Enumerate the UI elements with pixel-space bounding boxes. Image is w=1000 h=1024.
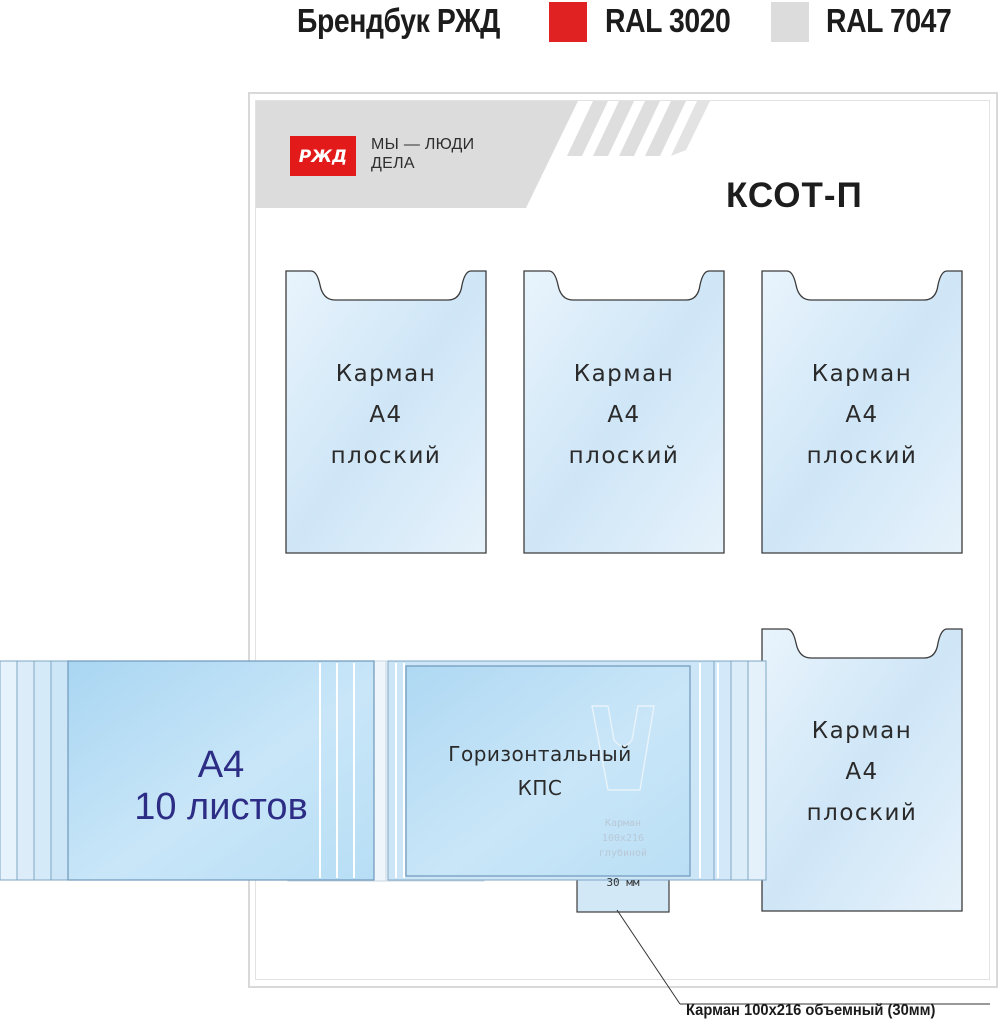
rzd-logo-text: РЖД: [299, 147, 347, 167]
flat-pocket-a4-2: [523, 270, 725, 554]
small-pocket-line-1: Карман: [604, 818, 642, 829]
slogan-line-1: МЫ — ЛЮДИ: [371, 136, 475, 153]
flat-pocket-a4-4: [761, 628, 963, 912]
header-stripe: [645, 101, 686, 156]
pocket-2-line-2: А4: [607, 402, 641, 428]
pocket-1-line-2: А4: [369, 402, 403, 428]
pocket-4-line-1: Карман: [811, 718, 913, 744]
ral-3020-label: RAL 3020: [605, 2, 731, 39]
header-stripe: [619, 101, 660, 156]
kps-pocket-line-2: КПС: [517, 776, 563, 800]
header-stripe: [593, 101, 634, 156]
small-pocket-label: Карман 100х216 глубиной: [577, 816, 669, 861]
small-pocket-line-2: 100х216: [601, 833, 645, 844]
rzd-logo: РЖД: [290, 136, 356, 176]
stack-pocket-label: А4 10 листов: [68, 744, 374, 828]
rzd-logo-mark-icon: РЖД: [299, 147, 347, 167]
stack-pocket-line-1: А4: [197, 744, 245, 786]
slogan-line-2: ДЕЛА: [371, 155, 415, 172]
flat-pocket-a4-3: [761, 270, 963, 554]
header-stripe: [567, 101, 608, 156]
pocket-4-line-3: плоский: [806, 800, 918, 826]
slogan: МЫ — ЛЮДИ ДЕЛА: [371, 135, 474, 173]
pocket-1-line-3: плоский: [330, 443, 442, 469]
small-pocket-depth: 30 мм: [606, 876, 640, 889]
ral-7047-label: RAL 7047: [826, 2, 952, 39]
pocket-label-1: Карман А4 плоский: [286, 354, 486, 477]
pocket-3-line-1: Карман: [811, 361, 913, 387]
kps-pocket-label: Горизонтальный КПС: [406, 737, 674, 805]
horizontal-kps-pocket: [387, 660, 767, 881]
ral-7047-swatch: [771, 2, 809, 42]
pocket-3-line-3: плоский: [806, 443, 918, 469]
stack-pocket-a4-10-sheets: [0, 660, 375, 881]
pocket-1-line-1: Карман: [335, 361, 437, 387]
stand-board-inner-frame: [255, 100, 990, 980]
pocket-2-line-3: плоский: [568, 443, 680, 469]
brandbook-label: Брендбук РЖД: [297, 2, 500, 39]
pocket-label-2: Карман А4 плоский: [524, 354, 724, 477]
ral-3020-swatch: [549, 2, 587, 42]
pocket-label-3: Карман А4 плоский: [762, 354, 962, 477]
stack-pocket-line-2: 10 листов: [134, 786, 308, 828]
flat-pocket-a4-1: [285, 270, 487, 554]
header-stripe: [671, 101, 710, 156]
board-title: КСОТ-П: [726, 176, 863, 215]
small-pocket-line-3: глубиной: [598, 848, 648, 859]
small-pocket-caption: Карман 100х216 объемный (30мм): [686, 1002, 936, 1019]
header-gray-band: [256, 101, 578, 208]
pocket-label-4: Карман А4 плоский: [762, 711, 962, 834]
kps-pocket-line-1: Горизонтальный: [448, 742, 632, 766]
pocket-3-line-2: А4: [845, 402, 879, 428]
pocket-2-line-1: Карман: [573, 361, 675, 387]
callout-leader-line: [616, 909, 681, 1005]
pocket-4-line-2: А4: [845, 759, 879, 785]
